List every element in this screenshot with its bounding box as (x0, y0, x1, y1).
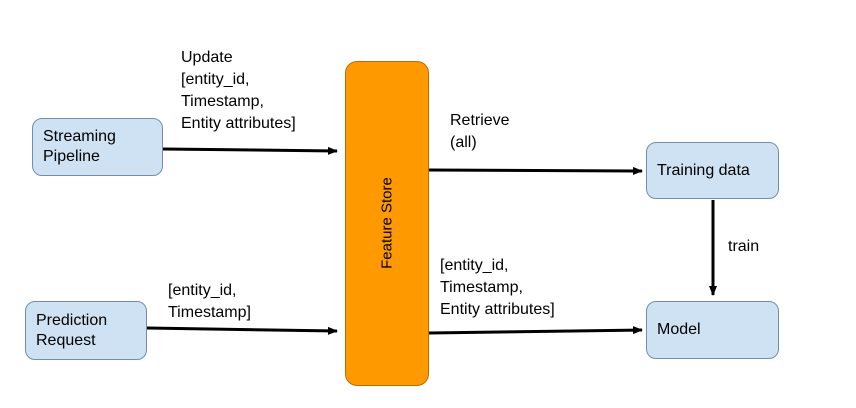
update-edge-label: Update [entity_id, Timestamp, Entity att… (181, 49, 296, 132)
arrow-store-to-training (428, 166, 643, 175)
arrow-store-to-model (428, 326, 643, 335)
arrow-streaming-to-store (162, 146, 338, 155)
serve-features-edge-label: [entity_id, Timestamp, Entity attributes… (440, 257, 555, 318)
request-keys-edge-label: [entity_id, Timestamp] (168, 282, 251, 321)
streaming-pipeline-label: Streaming Pipeline (43, 128, 116, 165)
feature-store-box (345, 61, 429, 386)
model-label: Model (657, 321, 701, 338)
prediction-request-label: Prediction Request (36, 311, 108, 349)
streaming-pipeline-box: Streaming Pipeline (32, 118, 163, 176)
model-box: Model (646, 301, 779, 359)
feature-store-label: Feature Store (378, 177, 396, 269)
arrow-request-to-store (146, 326, 338, 335)
train-edge-label: train (728, 238, 760, 255)
training-data-box: Training data (646, 142, 779, 199)
prediction-request-box: Prediction Request (25, 301, 147, 360)
training-data-label: Training data (657, 161, 750, 179)
retrieve-edge-label: Retrieve (all) (450, 112, 510, 151)
